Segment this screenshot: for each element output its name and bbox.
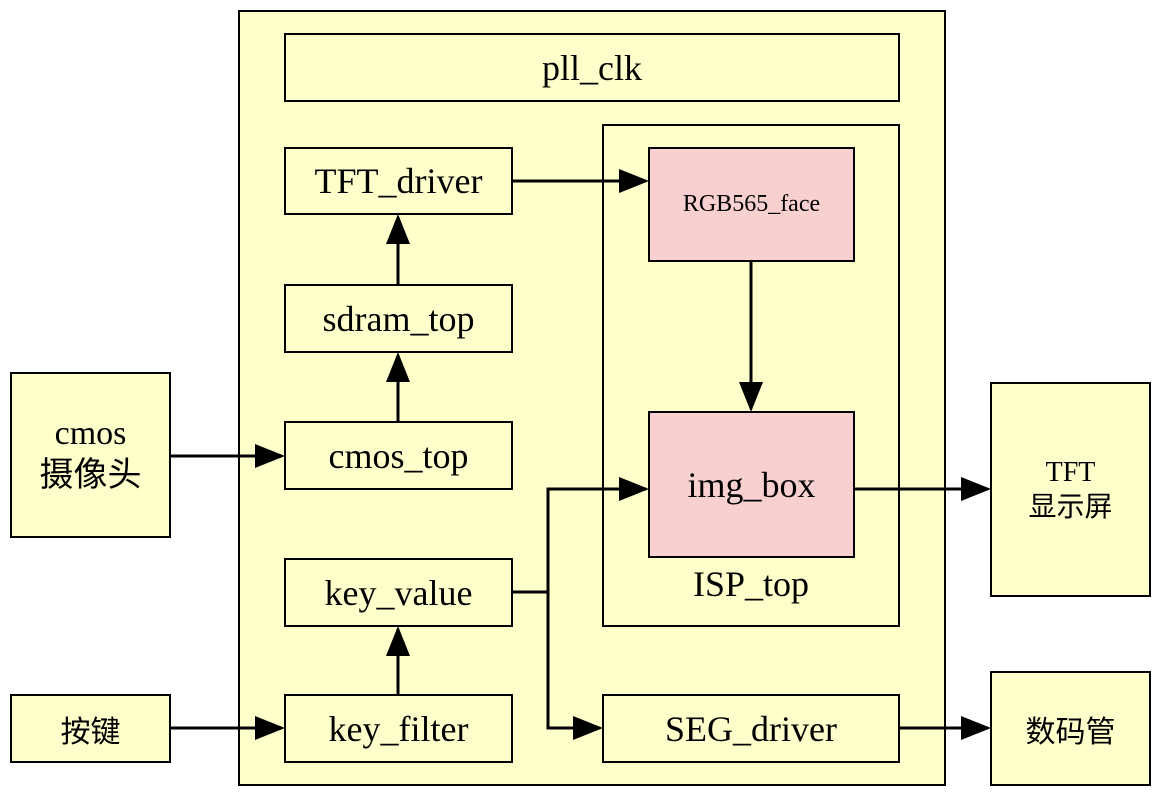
key-filter-block: key_filter [284, 694, 513, 763]
arrow-key-value-to-seg-driver [546, 592, 603, 740]
seg-display-block: 数码管 [990, 671, 1151, 786]
cmos-camera-label-line1: cmos [54, 415, 127, 453]
cmos-camera-label-line2: 摄像头 [39, 455, 142, 495]
cmos-camera-block: cmos 摄像头 [10, 372, 171, 538]
keys-block: 按键 [10, 694, 171, 763]
tft-display-block: TFT 显示屏 [990, 382, 1151, 597]
tft-display-label-line2: 显示屏 [1028, 489, 1113, 523]
seg-driver-block: SEG_driver [602, 694, 900, 763]
img-box-block: img_box [648, 411, 855, 558]
cmos-top-block: cmos_top [284, 421, 513, 490]
isp-top-label: ISP_top [692, 564, 810, 604]
pll-clk-block: pll_clk [284, 33, 900, 102]
rgb565-face-block: RGB565_face [648, 147, 855, 262]
arrow-key-value-to-img-box [513, 477, 649, 594]
tft-display-label-line1: TFT [1045, 456, 1096, 488]
